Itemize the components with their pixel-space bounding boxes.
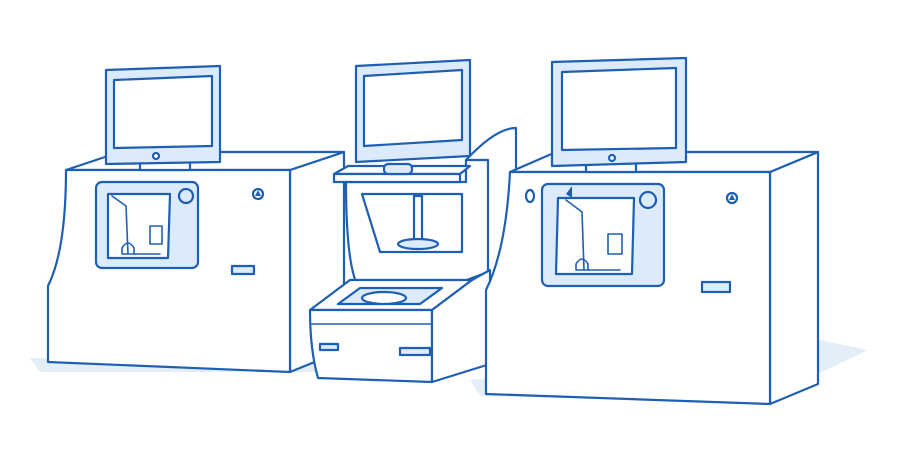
left-lens-chamber-edge <box>111 195 129 255</box>
middle-tracer-column <box>412 194 424 244</box>
middle-tracer-plate <box>396 237 440 251</box>
left-lens-clamp <box>121 242 135 255</box>
right-lens-clamp <box>575 258 589 271</box>
left-knob-icon <box>177 187 195 205</box>
right-indicator-arrow-icon <box>729 194 735 200</box>
middle-lens-cup <box>360 290 408 306</box>
right-lens-spindle <box>607 233 623 255</box>
middle-drawer-handle-right <box>398 346 432 357</box>
left-monitor-screen <box>112 74 214 150</box>
middle-shelf-front <box>332 172 462 184</box>
right-pointer-icon <box>566 186 572 198</box>
left-indicator-arrow-icon <box>255 190 261 196</box>
left-monitor-power-icon <box>151 151 161 161</box>
right-lens-chamber-edge <box>565 199 585 271</box>
middle-tracer-window <box>360 192 464 254</box>
middle-monitor-screen <box>362 68 464 148</box>
middle-drawer-handle-left <box>318 342 340 352</box>
right-card-slot <box>700 280 732 294</box>
right-lens-window <box>554 196 636 276</box>
left-lens-spindle <box>149 225 163 245</box>
right-machine <box>484 56 820 406</box>
left-machine <box>46 64 346 374</box>
right-machine-side <box>768 150 820 406</box>
left-card-slot <box>230 264 256 276</box>
right-side-button <box>524 188 536 204</box>
middle-shelf-handle <box>382 162 414 176</box>
right-monitor-power-icon <box>607 153 617 163</box>
middle-base-front <box>308 308 434 384</box>
right-monitor-screen <box>560 66 678 152</box>
right-knob-icon <box>638 190 658 210</box>
